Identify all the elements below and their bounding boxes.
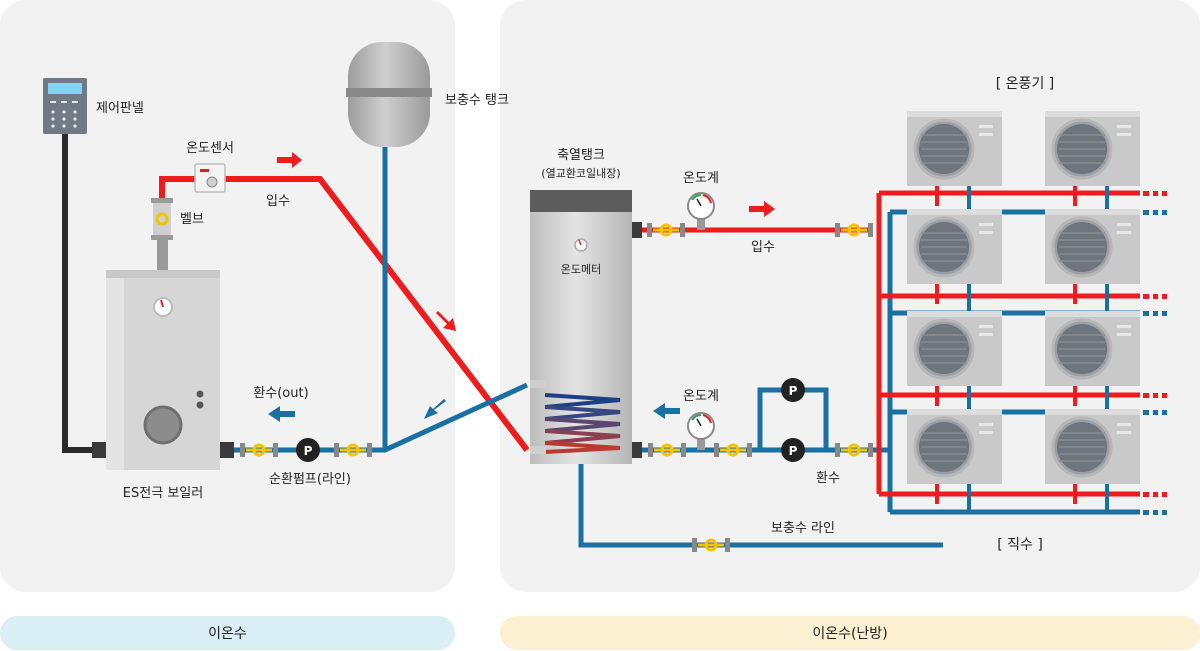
temp-meter-label: 온도메터 <box>561 263 601 276</box>
thermometer-bottom-label: 온도계 <box>683 389 719 404</box>
valve-icon <box>155 212 169 226</box>
thermometer-top <box>687 192 715 230</box>
fan-coil-label: [ 온풍기 ] <box>996 76 1054 92</box>
return-right-label: 환수 <box>816 471 840 486</box>
thermometer-top-label: 온도계 <box>683 171 719 186</box>
pipe-valve-icon <box>835 223 873 237</box>
pump-letter: P <box>304 444 313 458</box>
fan-coil-units <box>907 111 1140 511</box>
temp-sensor-label: 온도센서 <box>186 141 234 156</box>
flow-arrow-icon <box>277 152 302 168</box>
control-panel <box>43 78 87 134</box>
inlet-left-label: 입수 <box>266 194 290 209</box>
temperature-sensor <box>194 163 226 193</box>
flow-arrow-icon <box>749 201 775 217</box>
fan-coil-unit <box>1045 209 1140 311</box>
pump-letter: P <box>789 384 798 398</box>
fan-coil-unit <box>907 409 1002 511</box>
fan-coil-unit <box>907 111 1002 213</box>
pipe-valve-icon <box>648 443 686 457</box>
valve-label: 벨브 <box>180 212 204 227</box>
circulation-pump-icon <box>296 438 320 462</box>
pipe-valve-icon <box>714 443 752 457</box>
flow-arrow-icon <box>268 406 295 422</box>
hot-pipe-left <box>159 176 530 452</box>
storage-tank-label: 축열탱크 <box>557 148 605 163</box>
valve-body <box>153 198 171 240</box>
cold-pipe-left <box>225 382 529 453</box>
section-label-right: 이온수(난방) <box>500 616 1200 650</box>
fan-coil-unit <box>907 209 1002 311</box>
boiler <box>106 240 220 470</box>
pipe-valve-icon <box>240 443 278 457</box>
pipe-continuation-dots <box>1143 191 1167 515</box>
pipe-valve-icon <box>692 538 730 552</box>
section-label-left: 이온수 <box>0 616 455 650</box>
boiler-label: ES전극 보일러 <box>123 486 203 501</box>
heat-exchange-coil <box>544 393 621 454</box>
pipe-valve-icon <box>647 223 685 237</box>
thermometer-bottom <box>687 412 715 450</box>
inlet-right-label: 입수 <box>751 240 775 255</box>
control-wire <box>62 130 100 453</box>
expansion-tank <box>346 42 432 147</box>
storage-tank-sub-label: (열교환코일내장) <box>541 166 620 180</box>
fan-coil-unit <box>1045 409 1140 511</box>
pipe-valve-icon <box>835 443 873 457</box>
control-panel-label: 제어판넬 <box>96 101 144 116</box>
makeup-water-line <box>578 464 943 548</box>
makeup-line-label: 보충수 라인 <box>771 521 835 536</box>
direct-water-label: [ 직수 ] <box>997 537 1043 553</box>
pump-letter: P <box>789 444 798 458</box>
fan-coil-unit <box>1045 311 1140 413</box>
expansion-tank-label: 보충수 탱크 <box>445 93 509 108</box>
flow-arrow-icon <box>653 403 680 419</box>
pipe-valve-icon <box>334 443 372 457</box>
return-out-label: 환수(out) <box>253 386 308 401</box>
flow-arrow-icon <box>424 399 446 419</box>
circ-pump-label: 순환펌프(라인) <box>269 472 351 487</box>
fan-coil-unit <box>907 311 1002 413</box>
pump-icon <box>781 378 805 462</box>
flow-arrow-icon <box>436 311 456 331</box>
fan-coil-unit <box>1045 111 1140 213</box>
